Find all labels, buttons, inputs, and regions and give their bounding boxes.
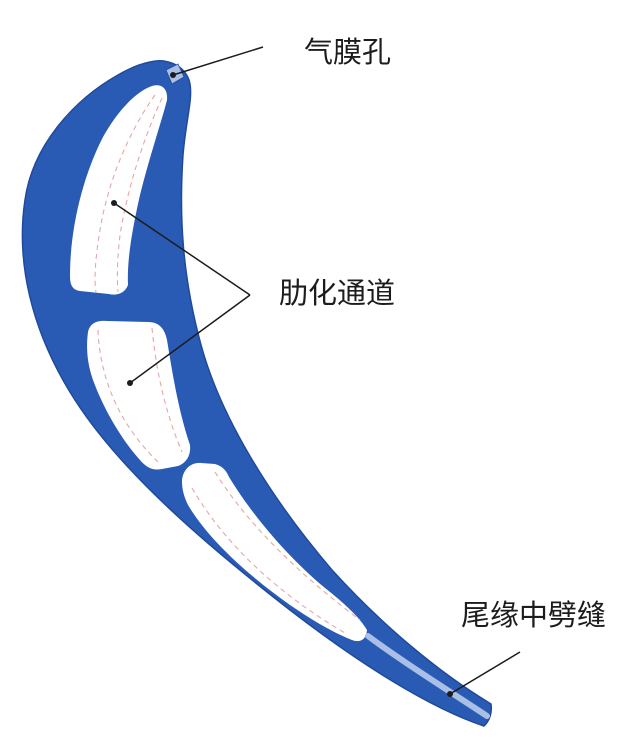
rib-turbulators — [94, 94, 361, 634]
dot-rib-lower — [127, 380, 133, 386]
leader-rib-upper — [113, 202, 251, 296]
leader-trailing-slot — [449, 651, 521, 695]
rib-dashes-channel-3b — [214, 471, 361, 621]
leader-dots — [111, 72, 453, 697]
label-trailing-edge-slot: 尾缘中劈缝 — [461, 598, 607, 632]
dot-film-hole — [170, 72, 176, 78]
dot-rib-upper — [111, 200, 117, 206]
leader-lines — [113, 46, 521, 695]
label-ribbed-channels: 肋化通道 — [279, 276, 396, 310]
dot-trailing-slot — [447, 691, 453, 697]
rib-dashes-channel-2a — [97, 329, 159, 463]
rib-dashes-channel-3a — [191, 487, 346, 634]
rib-dashes-channel-2b — [151, 327, 183, 453]
leader-film-hole — [172, 46, 264, 76]
rib-dashes-channel-1b — [116, 97, 163, 293]
label-film-cooling-hole: 气膜孔 — [304, 35, 392, 69]
trailing-edge-slot — [365, 633, 490, 719]
cooling-channel-3 — [182, 462, 367, 642]
cooling-channel-1 — [70, 85, 168, 295]
rib-dashes-channel-1a — [94, 94, 156, 293]
blade-body — [21, 60, 492, 727]
leader-rib-lower — [129, 294, 251, 384]
